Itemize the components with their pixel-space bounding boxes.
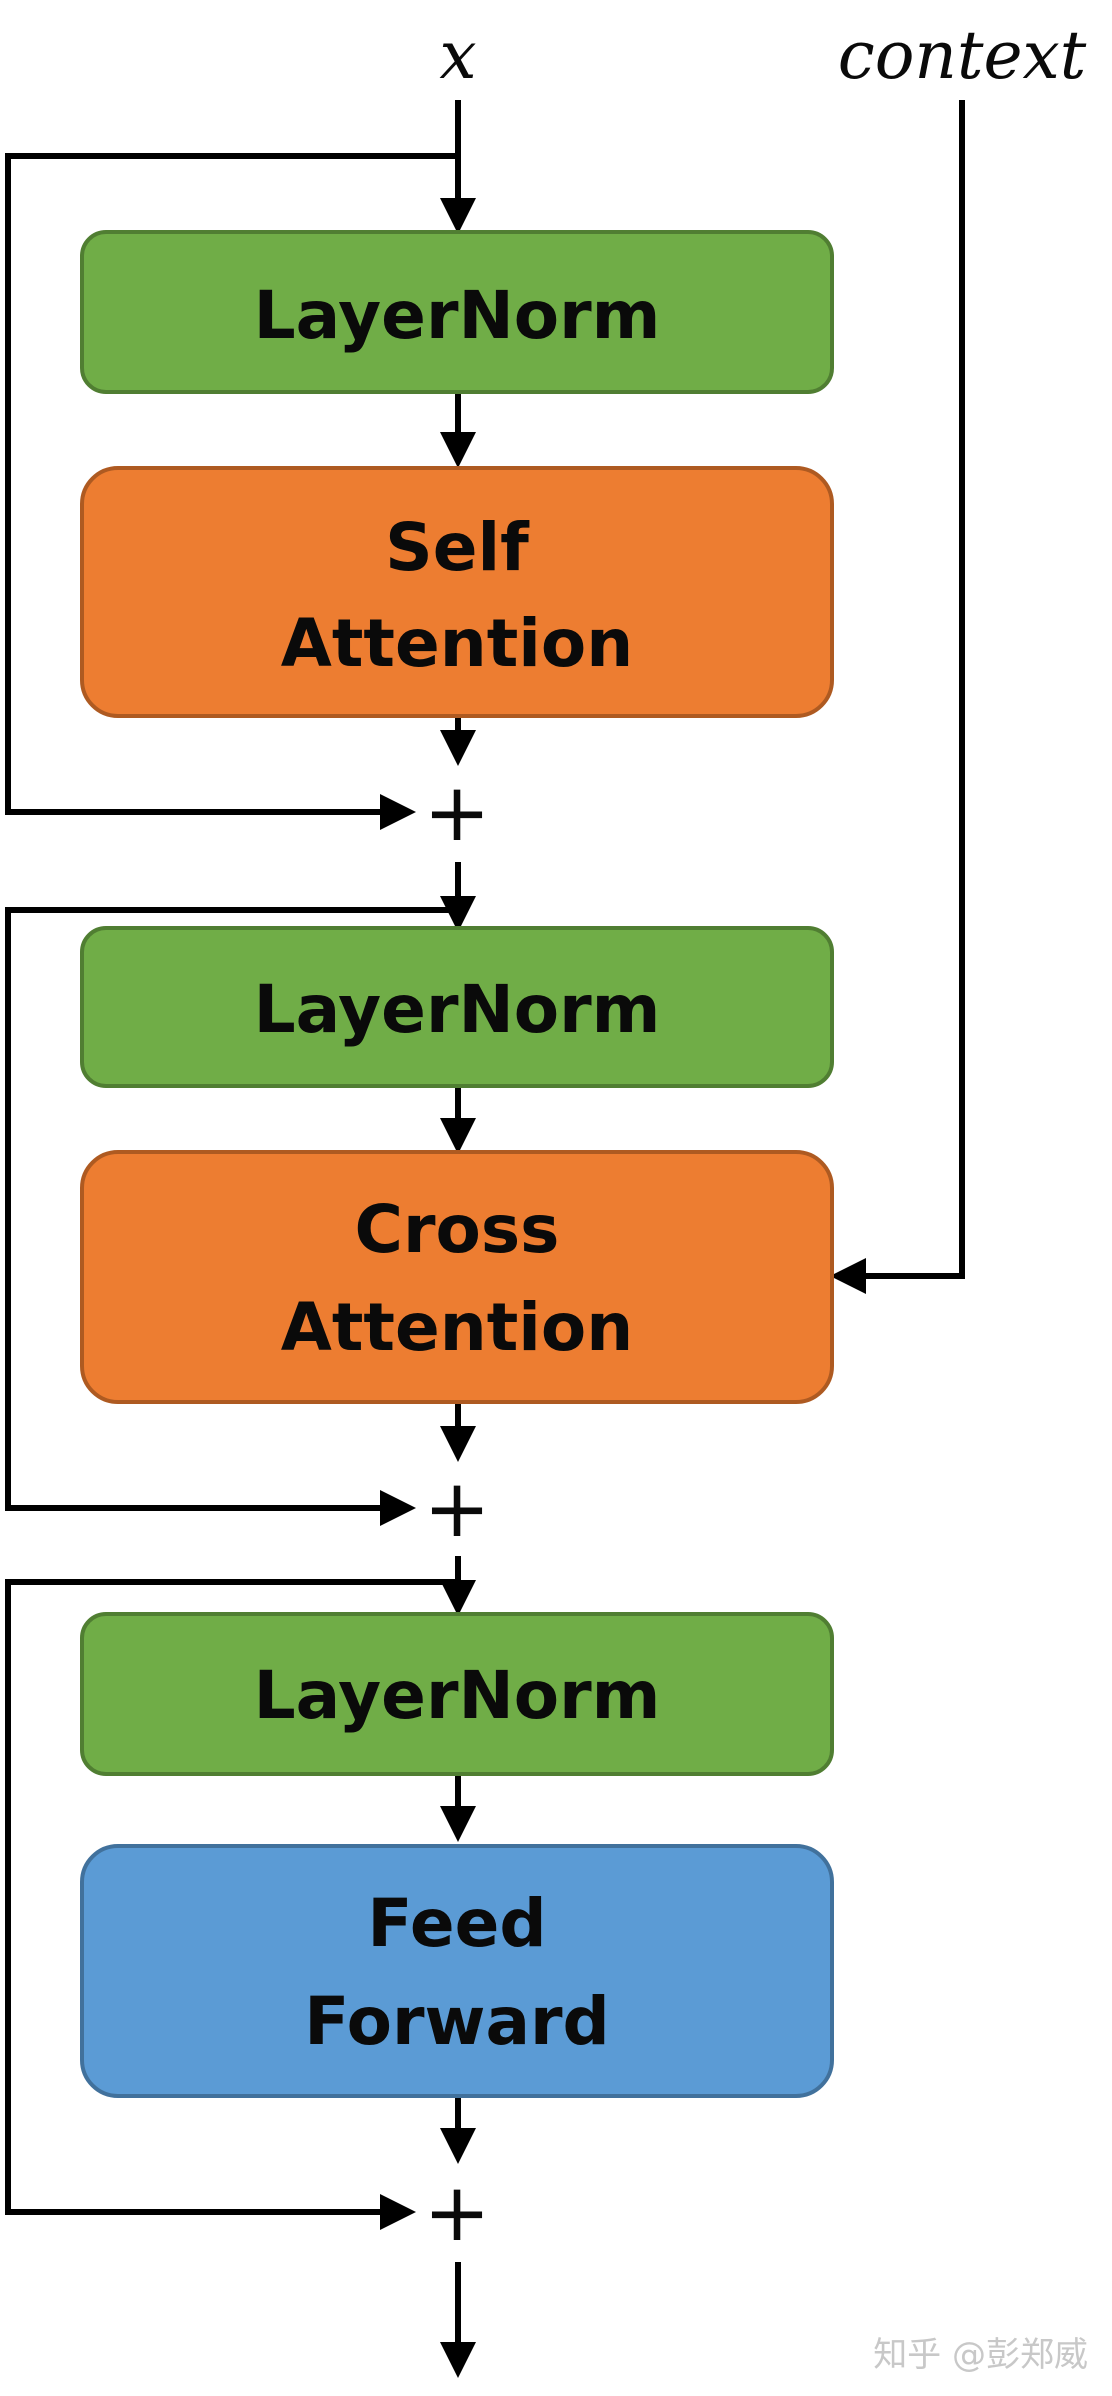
cross-attention-label-line1: Cross <box>355 1191 560 1268</box>
feed-forward-label-line2: Forward <box>304 1983 610 2060</box>
input-context-label: context <box>838 17 1087 94</box>
self-attention-block <box>80 466 834 718</box>
residual-connection-3 <box>5 1579 458 2230</box>
layernorm-block-1 <box>80 230 834 394</box>
layernorm-label-1: LayerNorm <box>254 277 661 354</box>
add-operator-2: + <box>423 1462 490 1555</box>
cross-attention-label-line2: Attention <box>281 1289 633 1366</box>
layernorm-block-3 <box>80 1612 834 1776</box>
layernorm-label-2: LayerNorm <box>254 971 661 1048</box>
residual-connection-1 <box>5 153 458 830</box>
self-attention-label-line1: Self <box>385 509 530 586</box>
residual-connection-2 <box>5 907 458 1526</box>
context-input-arrow <box>830 100 965 1294</box>
input-x-label: x <box>439 17 476 94</box>
watermark-text: 知乎 @彭郑威 <box>873 2335 1088 2375</box>
layernorm-label-3: LayerNorm <box>254 1657 661 1734</box>
layernorm-block-2 <box>80 926 834 1088</box>
cross-attention-block <box>80 1150 834 1404</box>
feed-forward-block <box>80 1844 834 2098</box>
feed-forward-label-line1: Feed <box>367 1885 546 1962</box>
add-operator-1: + <box>423 766 490 859</box>
self-attention-label-line2: Attention <box>281 605 633 682</box>
add-operator-3: + <box>423 2166 490 2259</box>
